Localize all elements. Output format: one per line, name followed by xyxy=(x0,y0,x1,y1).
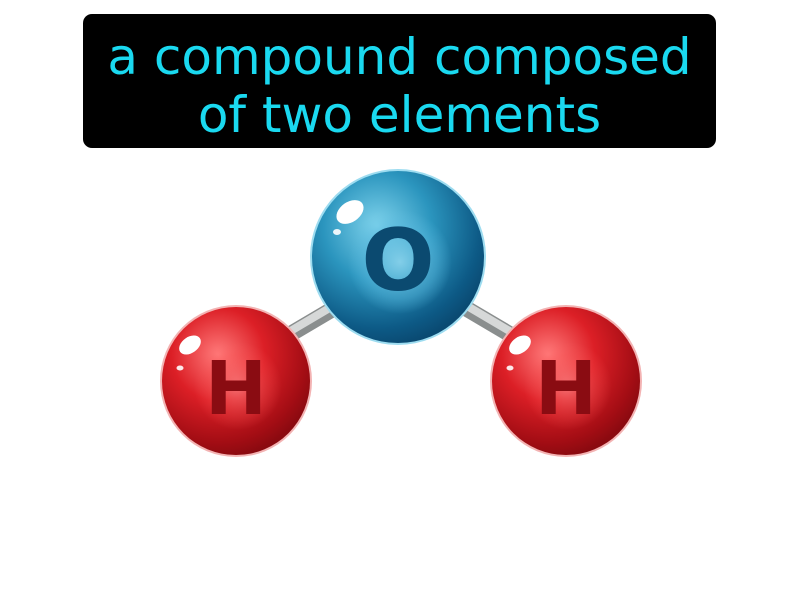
caption-line-1: a compound composed xyxy=(107,28,692,86)
caption-box: a compound composed of two elements xyxy=(83,14,716,148)
oxygen-atom: O xyxy=(310,169,486,345)
oxygen-symbol: O xyxy=(361,211,434,311)
hydrogen-symbol-right: H xyxy=(535,346,597,432)
hydrogen-symbol-left: H xyxy=(205,346,267,432)
caption-line-2: of two elements xyxy=(197,86,602,144)
hydrogen-atom-right: H xyxy=(490,305,642,457)
hydrogen-atom-left: H xyxy=(160,305,312,457)
